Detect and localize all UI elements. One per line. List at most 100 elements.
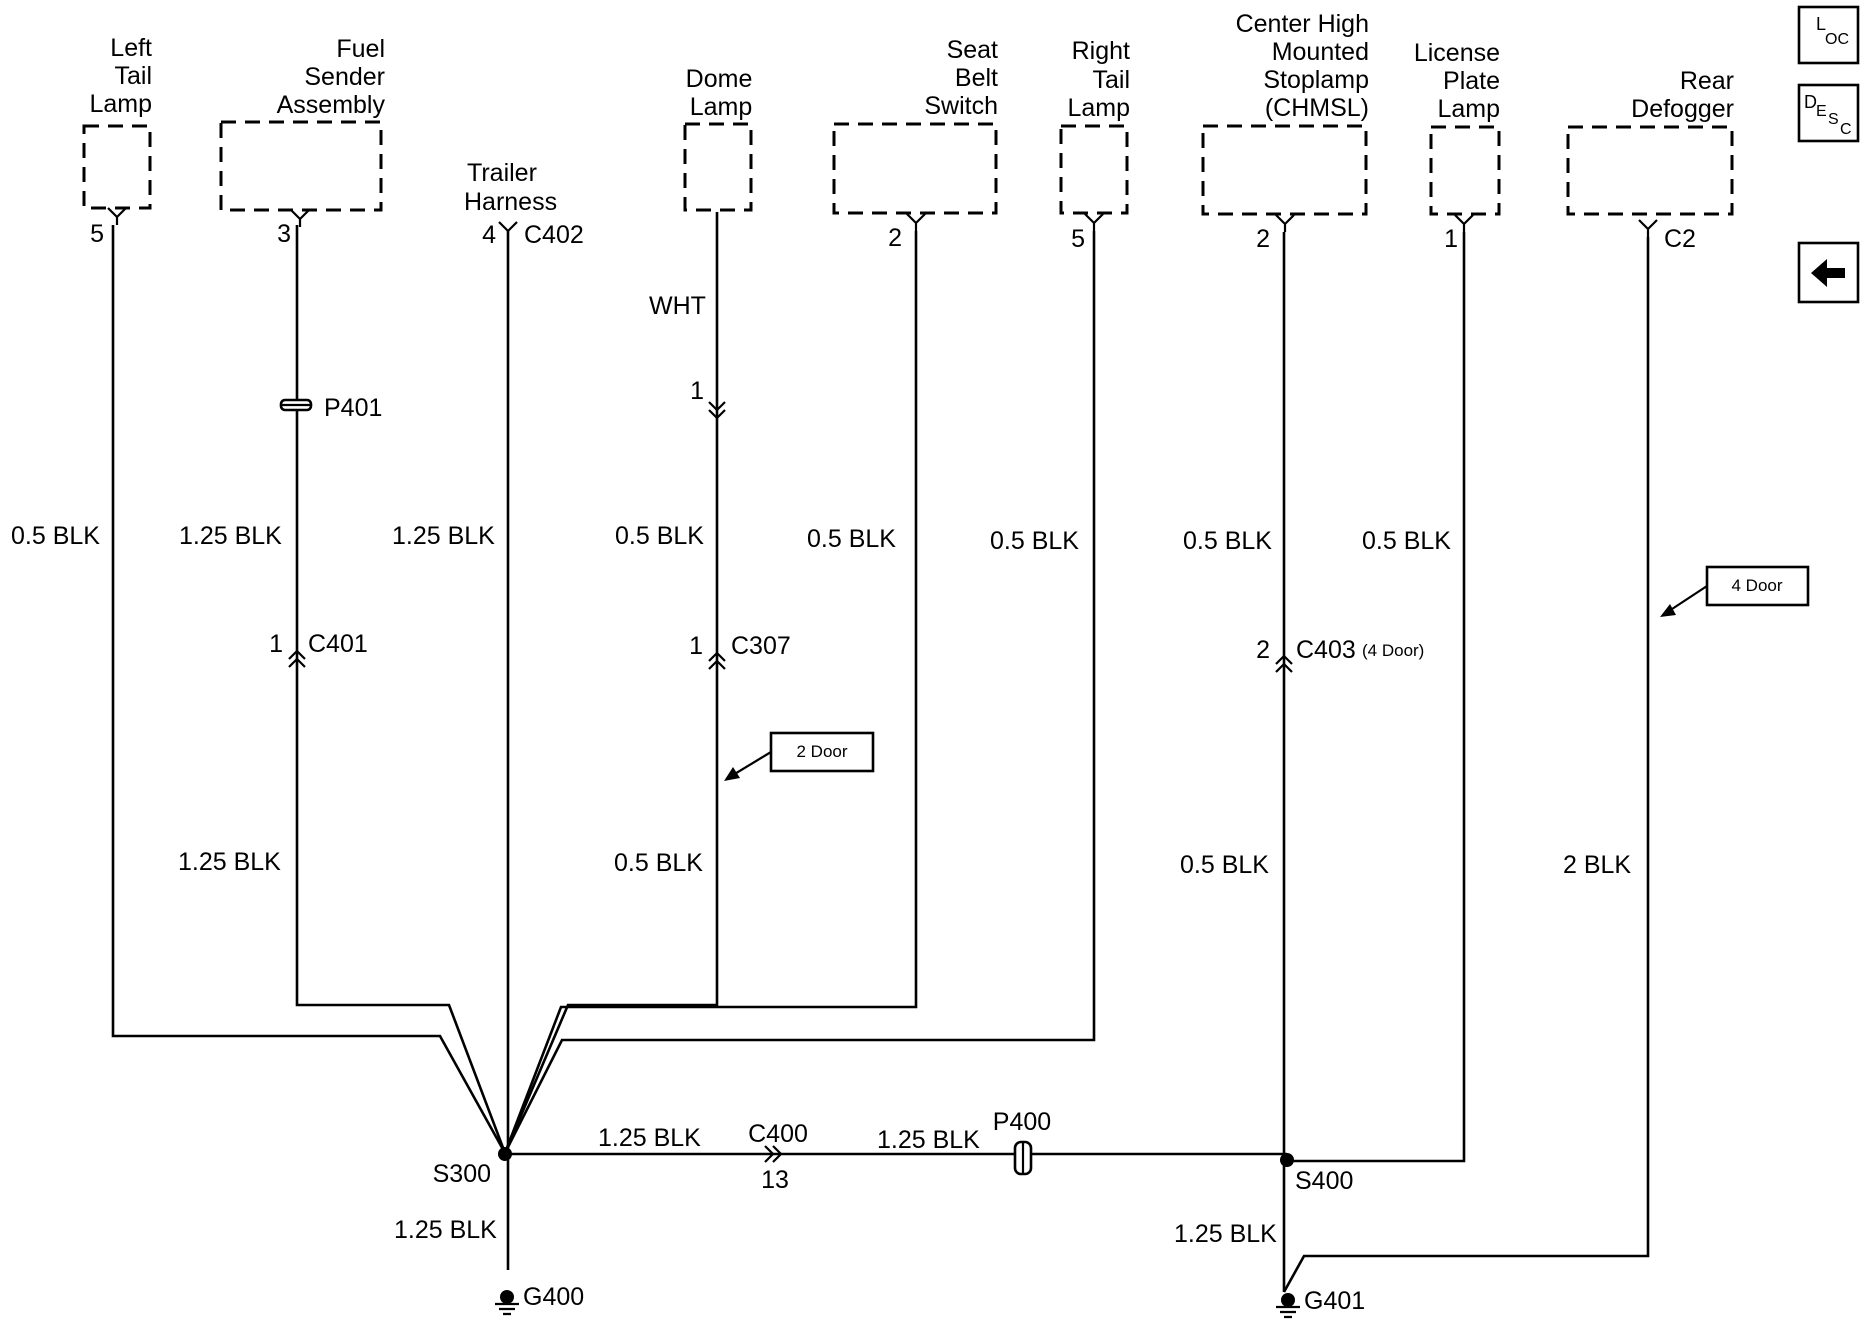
ground-icon bbox=[1276, 1305, 1300, 1319]
rear-defogger-box bbox=[1566, 125, 1734, 216]
terminal-license bbox=[1454, 214, 1474, 232]
g401-ground: G401 bbox=[1276, 1287, 1365, 1319]
right-tail-lamp-label-3: Lamp bbox=[1067, 94, 1130, 122]
desc-letter-e: E bbox=[1816, 103, 1827, 120]
note-4-door: 4 Door bbox=[1660, 565, 1810, 617]
c403-symbol bbox=[1275, 654, 1293, 673]
chmsl-label-4: (CHMSL) bbox=[1265, 94, 1369, 122]
c401-connector: 1 C401 bbox=[269, 630, 368, 668]
p401-inline-connector: P401 bbox=[279, 394, 382, 422]
wire-label-dome-upper: 0.5 BLK bbox=[615, 522, 704, 550]
s300-label: S300 bbox=[433, 1160, 491, 1188]
desc-letter-c: C bbox=[1840, 121, 1852, 138]
c307-pin: 1 bbox=[689, 632, 703, 660]
loc-letter-l: L bbox=[1816, 14, 1826, 34]
wire-dome-lamp bbox=[503, 212, 719, 1154]
g400-ground: G400 bbox=[495, 1283, 584, 1316]
trailer-harness: Trailer Harness 4 C402 bbox=[464, 159, 584, 249]
left-tail-lamp: Left Tail Lamp 5 bbox=[82, 34, 152, 248]
loc-button[interactable]: L OC bbox=[1797, 5, 1860, 65]
wire-label-ground-right: 1.25 BLK bbox=[877, 1126, 980, 1154]
desc-button[interactable]: D E S C bbox=[1797, 83, 1860, 143]
wire-label-left-tail: 0.5 BLK bbox=[11, 522, 100, 550]
terminal-chmsl bbox=[1275, 214, 1295, 232]
fuel-sender-label-1: Fuel bbox=[336, 35, 385, 63]
c307-symbol bbox=[708, 651, 726, 670]
dome-lamp-label-2: Lamp bbox=[690, 93, 753, 121]
right-tail-lamp-label-1: Right bbox=[1072, 37, 1130, 65]
rear-defogger-label-1: Rear bbox=[1680, 67, 1734, 95]
s300-splice bbox=[498, 1147, 512, 1161]
wire-label-defogger: 2 BLK bbox=[1563, 851, 1631, 879]
arrow-head-icon bbox=[724, 767, 740, 781]
desc-letter-d: D bbox=[1804, 92, 1817, 112]
arrow-left-icon bbox=[1811, 259, 1845, 287]
left-tail-lamp-label-1: Left bbox=[110, 34, 152, 62]
arrow-head-icon bbox=[1660, 604, 1676, 617]
wire-label-g401: 1.25 BLK bbox=[1174, 1220, 1277, 1248]
trailer-harness-label-2: Harness bbox=[464, 188, 557, 216]
wire-fuel-sender bbox=[295, 225, 507, 1154]
terminal-trailer bbox=[498, 221, 518, 233]
license-plate-lamp-pin: 1 bbox=[1444, 225, 1458, 253]
terminal-right-tail bbox=[1084, 213, 1104, 231]
s400-splice bbox=[1280, 1153, 1294, 1167]
chmsl: Center High Mounted Stoplamp (CHMSL) 2 bbox=[1201, 10, 1369, 253]
dome-lamp-box bbox=[683, 122, 753, 212]
left-tail-lamp-label-2: Tail bbox=[114, 62, 152, 90]
c400-pin: 13 bbox=[761, 1166, 789, 1194]
rear-defogger-connector: C2 bbox=[1664, 225, 1696, 253]
license-plate-lamp-box bbox=[1429, 125, 1501, 216]
c400-connector: C400 13 bbox=[748, 1120, 808, 1194]
dome-lamp: Dome Lamp bbox=[683, 65, 753, 212]
p400-label: P400 bbox=[993, 1108, 1051, 1136]
p400-inline-connector: P400 bbox=[993, 1108, 1051, 1176]
wires bbox=[111, 212, 1650, 1293]
wire-label-fuel-upper: 1.25 BLK bbox=[179, 522, 282, 550]
p401-label: P401 bbox=[324, 394, 382, 422]
desc-letter-s: S bbox=[1828, 111, 1839, 128]
terminal-seat-belt bbox=[906, 213, 926, 231]
seat-belt-switch: Seat Belt Switch 2 bbox=[832, 36, 998, 252]
c401-pin: 1 bbox=[269, 630, 283, 658]
g400-label: G400 bbox=[523, 1283, 584, 1311]
wire-seat-belt bbox=[503, 231, 918, 1154]
seat-belt-switch-label-1: Seat bbox=[947, 36, 998, 64]
wire-label-g400: 1.25 BLK bbox=[394, 1216, 497, 1244]
c403-label: C403 bbox=[1296, 636, 1356, 664]
trailer-harness-label-1: Trailer bbox=[467, 159, 537, 187]
pin-terminals bbox=[107, 207, 1658, 237]
chmsl-box bbox=[1201, 124, 1368, 216]
chmsl-label-3: Stoplamp bbox=[1263, 66, 1369, 94]
terminal-fuel-sender bbox=[290, 209, 310, 227]
license-plate-lamp-label-3: Lamp bbox=[1437, 95, 1500, 123]
rear-defogger-label-2: Defogger bbox=[1631, 95, 1734, 123]
note-2-door-box bbox=[769, 731, 875, 773]
fuel-sender-label-2: Sender bbox=[304, 63, 385, 91]
terminal-defogger bbox=[1638, 219, 1658, 237]
license-plate-lamp: License Plate Lamp 1 bbox=[1414, 39, 1501, 253]
wire-label-license: 0.5 BLK bbox=[1362, 527, 1451, 555]
note-4-door-arrow bbox=[1668, 585, 1708, 612]
rear-defogger: Rear Defogger C2 bbox=[1566, 67, 1734, 253]
c400-label: C400 bbox=[748, 1120, 808, 1148]
c401-label: C401 bbox=[308, 630, 368, 658]
loc-letters-oc: OC bbox=[1825, 31, 1849, 48]
wire-label-ground-left: 1.25 BLK bbox=[598, 1124, 701, 1152]
right-tail-lamp: Right Tail Lamp 5 bbox=[1059, 37, 1130, 253]
wire-label-chmsl-lower: 0.5 BLK bbox=[1180, 851, 1269, 879]
seat-belt-switch-pin: 2 bbox=[888, 224, 902, 252]
wire-label-trailer: 1.25 BLK bbox=[392, 522, 495, 550]
wire-right-tail bbox=[503, 231, 1096, 1154]
trailer-harness-connector: C402 bbox=[524, 221, 584, 249]
c403-connector: 2 C403 (4 Door) bbox=[1256, 636, 1424, 673]
back-button[interactable] bbox=[1797, 241, 1860, 304]
right-tail-lamp-pin: 5 bbox=[1071, 225, 1085, 253]
note-2-door-text: 2 Door bbox=[796, 742, 847, 761]
wire-label-seat-belt: 0.5 BLK bbox=[807, 525, 896, 553]
seat-belt-switch-box bbox=[832, 122, 998, 215]
c307-label: C307 bbox=[731, 632, 791, 660]
note-2-door: 2 Door bbox=[724, 731, 875, 781]
c403-note: (4 Door) bbox=[1362, 641, 1424, 660]
